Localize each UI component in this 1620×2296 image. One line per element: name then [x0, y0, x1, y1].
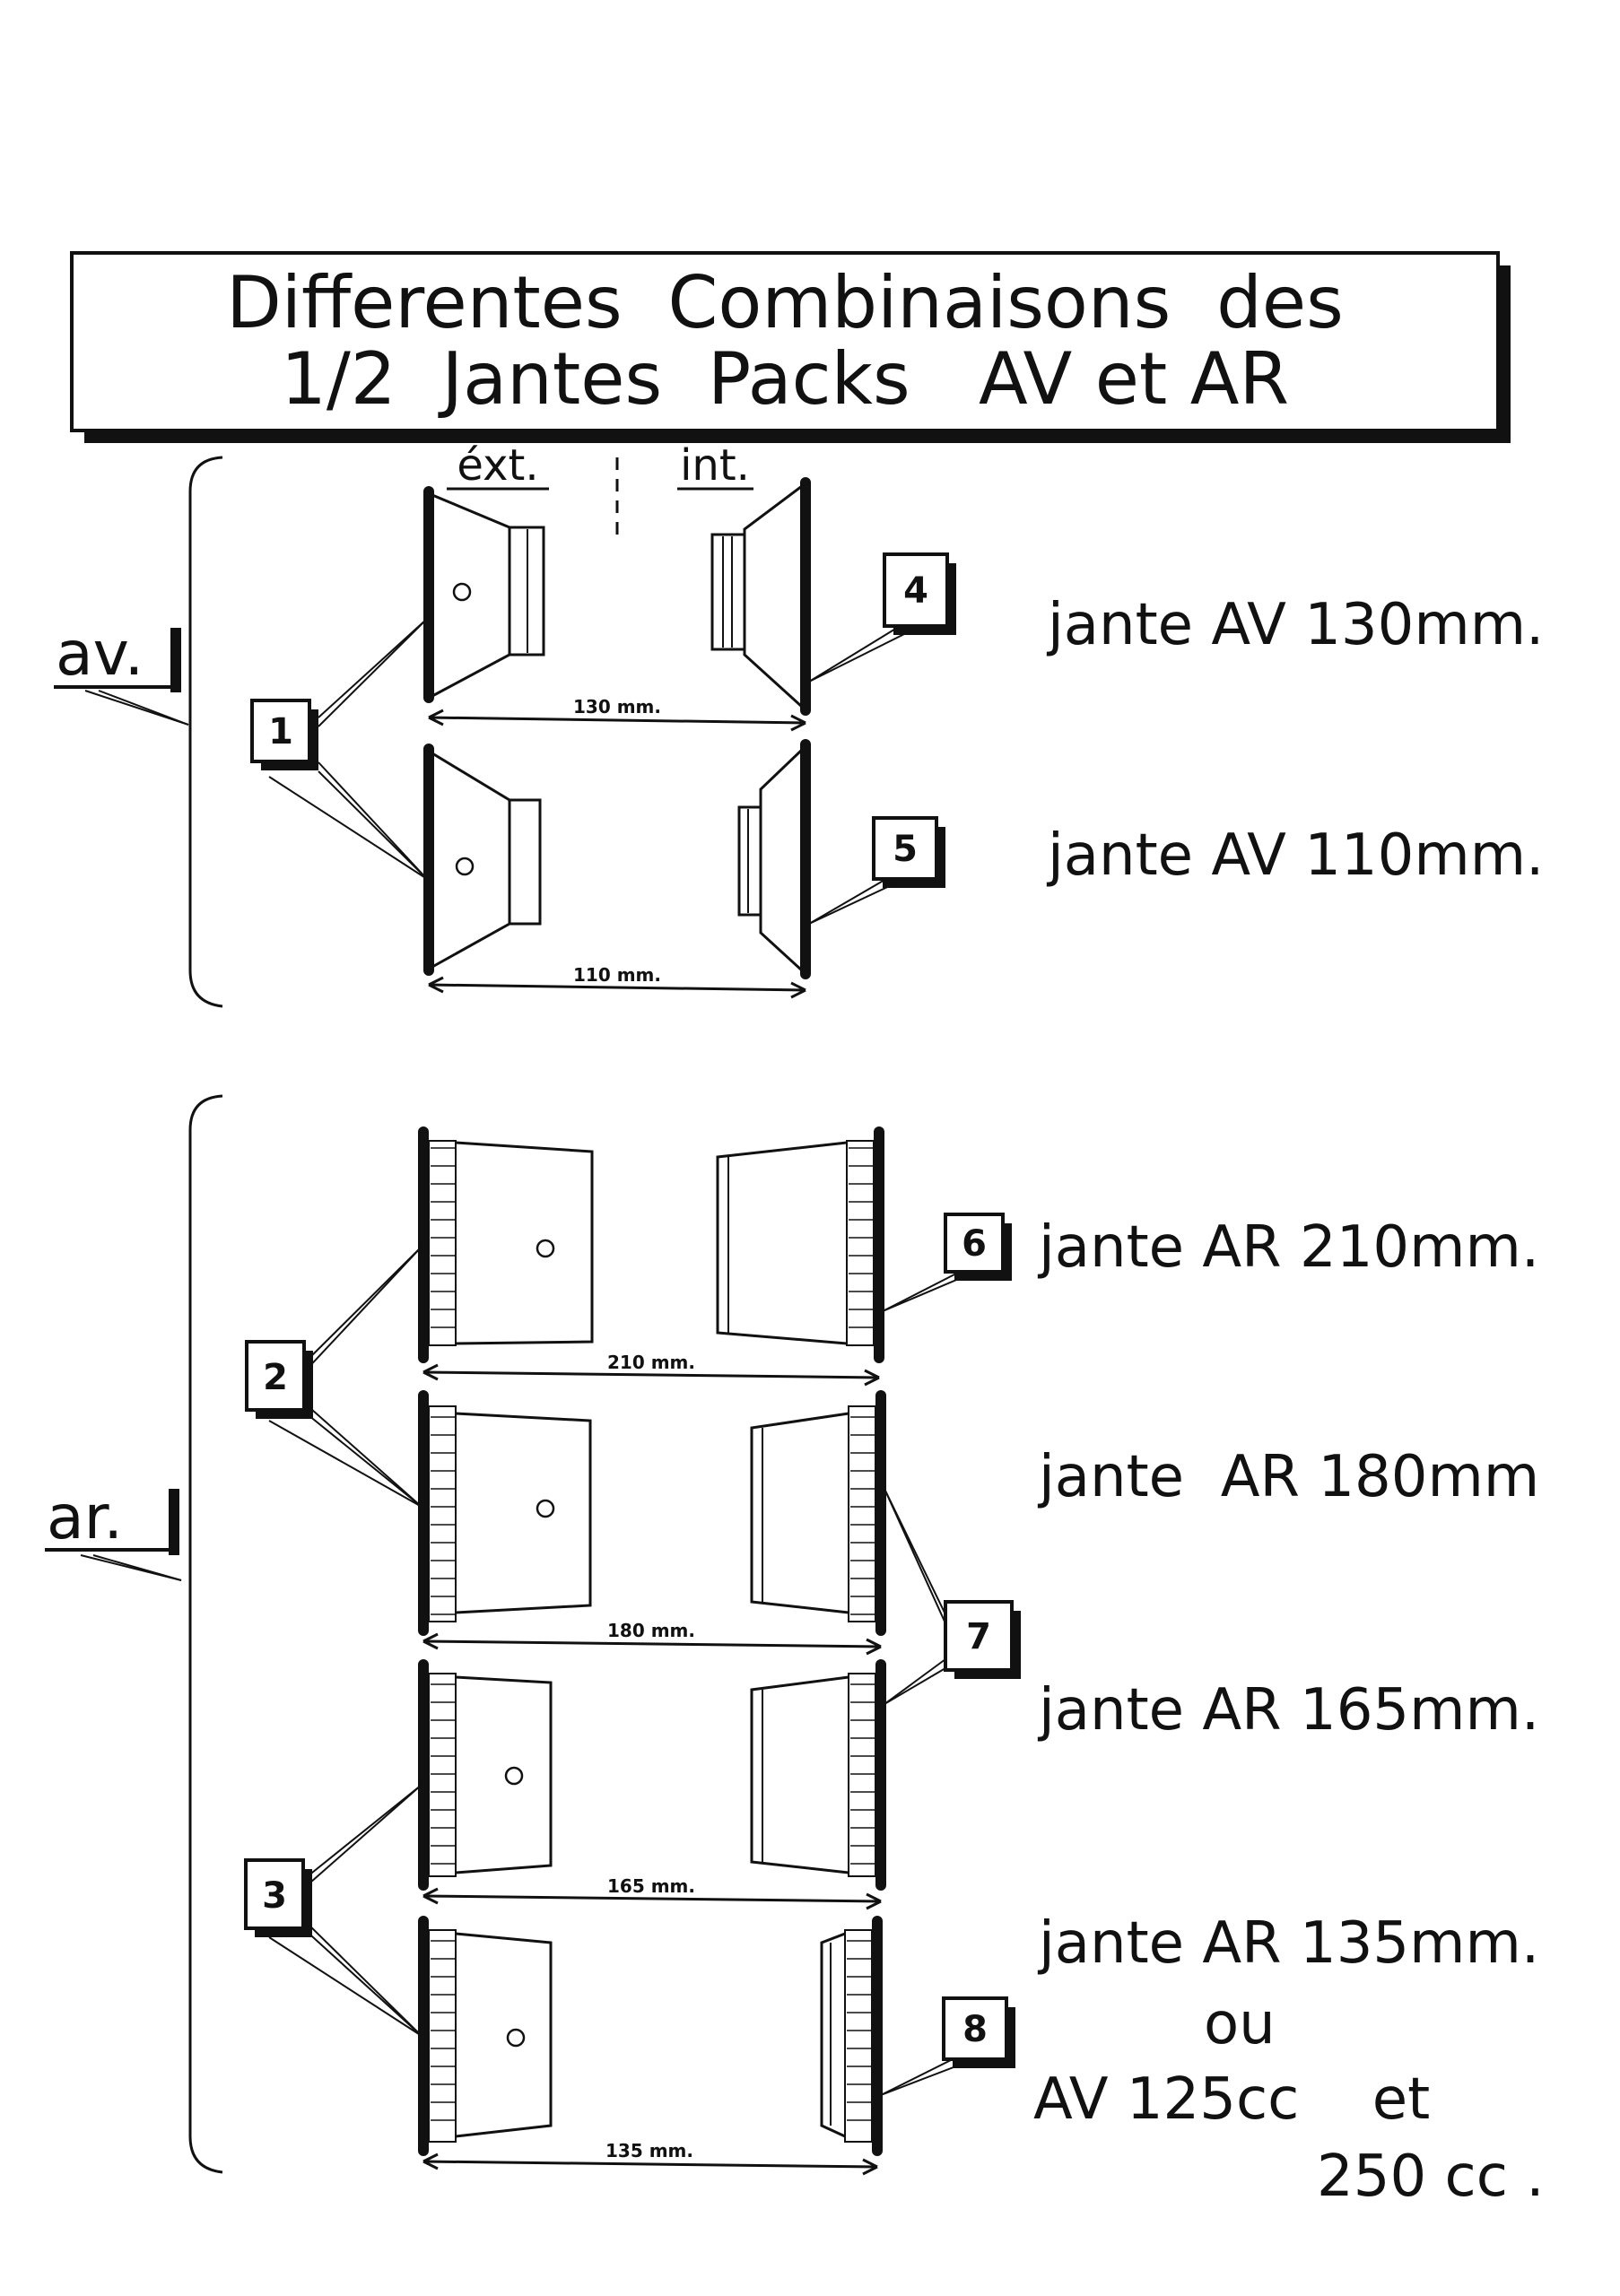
- rim-half-ext-2b: [418, 1390, 592, 1636]
- rim-half-int-8: [820, 1916, 883, 2156]
- part-number-8: 8: [880, 1996, 1015, 2096]
- dimension-180: 180 mm.: [422, 1620, 882, 1656]
- front-group-brace: [188, 456, 223, 1008]
- part-number-2: 2: [245, 1246, 422, 1508]
- part-number-3: 3: [244, 1784, 422, 2037]
- part-number-1: 1: [250, 618, 428, 880]
- dimension-110: 110 mm.: [428, 964, 806, 999]
- column-header-int: int.: [680, 440, 750, 491]
- rim-half-ext-3: [418, 1659, 553, 1891]
- column-header-ext: éxt.: [457, 440, 538, 491]
- rim-half-ext-2: [418, 1126, 594, 1363]
- combination-row-135: 135 mm. jante AR 135mm. ou AV 125cc et 2…: [418, 1910, 1545, 2210]
- part-number-7: 7: [884, 1488, 1021, 1705]
- combination-row-110: 110 mm. jante AV 110mm.: [423, 739, 1544, 999]
- caption-jante-ar-180: jante AR 180mm: [1037, 1444, 1539, 1510]
- valve-hole: [504, 1766, 524, 1786]
- part-number-4: 4: [808, 552, 956, 683]
- title-line-2: 1/2 Jantes Packs AV et AR: [281, 337, 1289, 421]
- part-number-label: 5: [893, 829, 918, 870]
- front-group-label: av.: [56, 619, 144, 690]
- part-number-label: 4: [903, 570, 928, 612]
- dimension-label: 210 mm.: [607, 1352, 695, 1373]
- rim-half-int-7b: [750, 1659, 886, 1891]
- rim-half-int-5: [737, 739, 811, 979]
- caption-jante-ar-135: jante AR 135mm.: [1037, 1910, 1539, 1977]
- valve-hole: [536, 1499, 555, 1518]
- rim-half-ext-1b: [423, 744, 542, 976]
- part-number-label: 6: [962, 1223, 987, 1265]
- rim-half-ext-1: [423, 486, 545, 703]
- dimension-label: 130 mm.: [573, 696, 661, 718]
- combination-row-130: 130 mm. jante AV 130mm.: [423, 477, 1544, 732]
- rear-group: ar.: [45, 1094, 223, 2174]
- caption-jante-ar-165: jante AR 165mm.: [1037, 1677, 1539, 1744]
- part-number-label: 3: [262, 1875, 287, 1917]
- column-headers: éxt. int.: [447, 440, 753, 538]
- valve-hole: [536, 1239, 555, 1258]
- caption-250cc: 250 cc .: [1317, 2144, 1545, 2210]
- part-number-label: 1: [268, 711, 293, 752]
- dimension-210: 210 mm.: [422, 1352, 880, 1387]
- dimension-130: 130 mm.: [428, 696, 806, 732]
- valve-hole: [506, 2028, 526, 2048]
- dimension-label: 180 mm.: [607, 1620, 695, 1641]
- caption-av-125cc: AV 125cc et: [1033, 2066, 1430, 2133]
- part-number-label: 7: [966, 1616, 991, 1657]
- front-group: av.: [54, 456, 223, 1008]
- caption-jante-av-110: jante AV 110mm.: [1046, 822, 1544, 889]
- dimension-label: 165 mm.: [607, 1875, 695, 1897]
- part-number-label: 2: [263, 1357, 288, 1398]
- title-line-1: Differentes Combinaisons des: [226, 261, 1344, 344]
- caption-ou: ou: [1204, 1991, 1276, 2057]
- combination-row-210: 210 mm. jante AR 210mm.: [418, 1126, 1539, 1387]
- caption-jante-ar-210: jante AR 210mm.: [1037, 1214, 1539, 1281]
- title-box: Differentes Combinaisons des 1/2 Jantes …: [70, 251, 1511, 443]
- dimension-135: 135 mm.: [422, 2140, 878, 2176]
- dimension-165: 165 mm.: [422, 1875, 882, 1910]
- rim-half-int-4: [710, 477, 811, 716]
- valve-hole: [452, 582, 472, 602]
- rim-half-int-6: [716, 1126, 884, 1363]
- dimension-label: 135 mm.: [605, 2140, 693, 2161]
- valve-hole: [455, 857, 475, 876]
- rim-half-int-7: [750, 1390, 886, 1636]
- rim-half-ext-3b: [418, 1916, 553, 2156]
- combination-row-180: 180 mm. jante AR 180mm: [418, 1390, 1539, 1656]
- part-number-label: 8: [962, 2009, 988, 2050]
- part-number-5: 5: [808, 816, 945, 925]
- rear-group-label: ar.: [47, 1483, 123, 1553]
- part-number-6: 6: [882, 1213, 1012, 1312]
- rear-group-brace: [188, 1094, 223, 2174]
- caption-jante-av-130: jante AV 130mm.: [1046, 592, 1544, 658]
- combination-row-165: 165 mm. jante AR 165mm.: [418, 1659, 1539, 1910]
- dimension-label: 110 mm.: [573, 964, 661, 986]
